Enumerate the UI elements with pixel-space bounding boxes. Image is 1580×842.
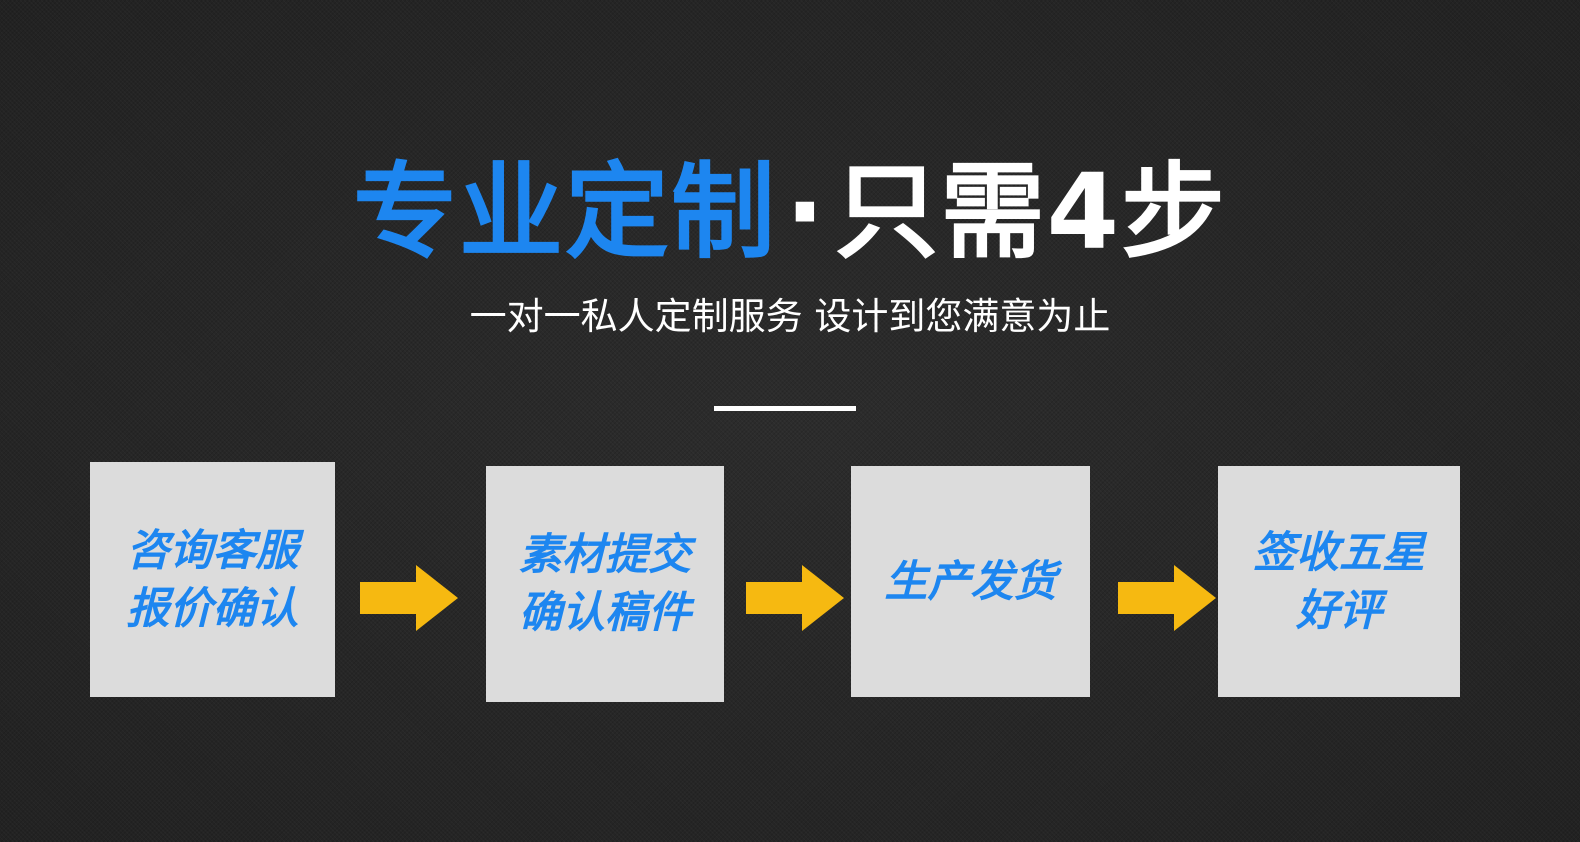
step-1-label: 咨询客服 报价确认 (126, 525, 299, 634)
headline-blue: 专业定制 (353, 151, 778, 273)
arrow-right-icon (360, 565, 458, 631)
step-1-box: 咨询客服 报价确认 (90, 462, 335, 697)
divider (714, 406, 856, 411)
arrow-right-icon (1118, 565, 1216, 631)
subtitle: 一对一私人定制服务 设计到您满意为止 (469, 295, 1111, 338)
headline-dot: · (785, 151, 827, 273)
step-3-label: 生产发货 (884, 556, 1057, 607)
headline-white: 只需4步 (834, 151, 1227, 273)
step-3-box: 生产发货 (851, 466, 1090, 697)
step-4-box: 签收五星 好评 (1218, 466, 1460, 697)
arrow-right-icon (746, 565, 844, 631)
headline: 专业定制·只需4步 (0, 150, 1580, 275)
step-2-box: 素材提交 确认稿件 (486, 466, 724, 702)
step-4-label: 签收五星 好评 (1253, 527, 1425, 636)
step-2-label: 素材提交 确认稿件 (519, 530, 691, 638)
